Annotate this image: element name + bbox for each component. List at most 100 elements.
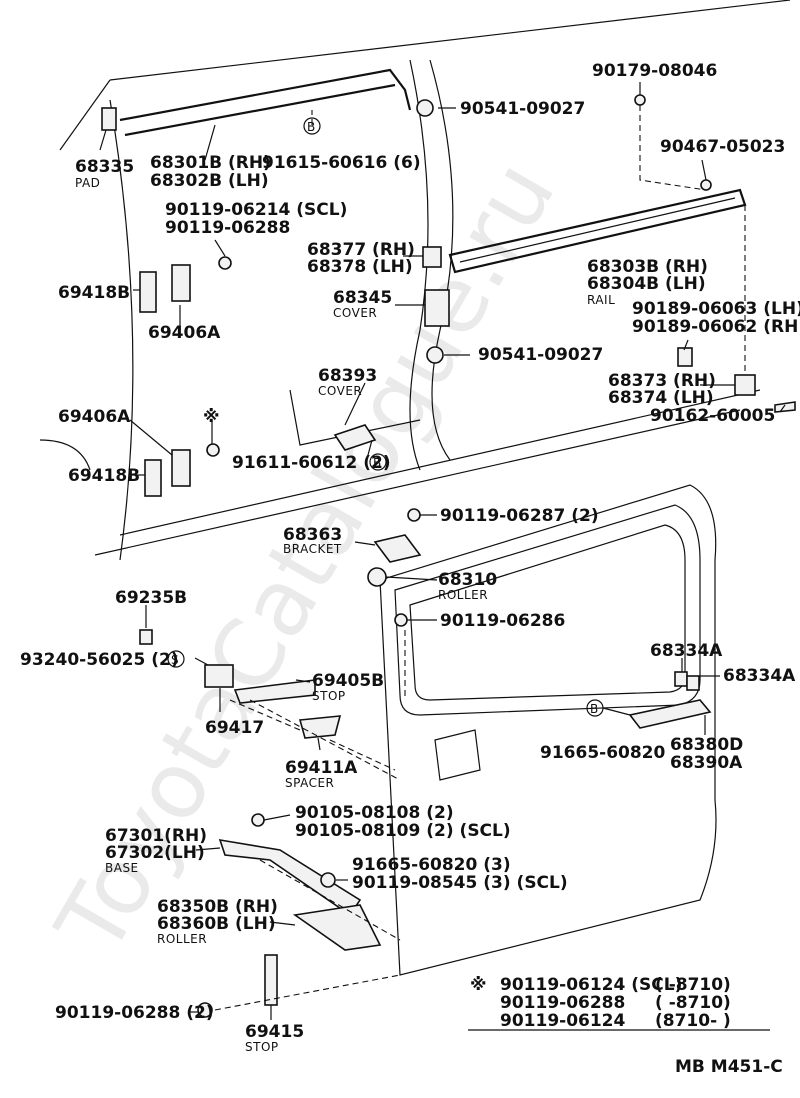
label-90189-06063: 90189-06063 (LH) <box>632 299 800 319</box>
footnote-row-1-part: 90119-06124 (SCL) <box>500 975 682 995</box>
label-69415: 69415 <box>245 1022 304 1042</box>
bolt-90119-06286-shape <box>394 613 408 627</box>
label-90105-08108: 90105-08108 (2) <box>295 803 454 823</box>
label-69406a-b: 69406A <box>58 407 131 427</box>
nut-90189-shape <box>677 347 693 367</box>
label-roller-68310: ROLLER <box>438 588 488 602</box>
nut-90179-shape <box>634 94 646 106</box>
footnote-row-1-range: ( -8710) <box>655 975 731 995</box>
label-68310: 68310 <box>438 570 497 590</box>
label-91665-60820-b: 91665-60820 (3) <box>352 855 511 875</box>
pad-68335-shape <box>101 107 117 131</box>
label-90119-06287: 90119-06287 (2) <box>440 506 599 526</box>
marker-s-1: S <box>171 653 179 667</box>
marker-b-3: B <box>590 702 599 716</box>
label-90541-09027-b: 90541-09027 <box>478 345 603 365</box>
label-90179-08046: 90179-08046 <box>592 61 717 81</box>
label-90541-09027-a: 90541-09027 <box>460 99 585 119</box>
bolt-90105-shape <box>251 813 265 827</box>
cushion-68334a-b-shape <box>686 675 700 691</box>
footnote-table: ※ 90119-06124 (SCL) ( -8710) 90119-06288… <box>468 975 770 1031</box>
marker-b-1-ring <box>303 117 321 135</box>
cover-68345-shape <box>424 289 450 327</box>
screw-90162-shape <box>774 401 796 413</box>
label-68303b: 68303B (RH) <box>587 257 708 277</box>
label-68373: 68373 (RH) <box>608 371 716 391</box>
cover-68393-shape <box>333 424 377 451</box>
label-68380d: 68380D <box>670 735 743 755</box>
sliding-door <box>379 484 717 976</box>
marker-b-2: B <box>373 456 382 470</box>
block-69417-shape <box>204 664 234 688</box>
label-90119-06288: 90119-06288 <box>165 218 290 238</box>
label-69418b-b: 69418B <box>68 466 140 486</box>
label-91611-60612: 91611-60612 (2) <box>232 453 391 473</box>
label-69405b: 69405B <box>312 671 384 691</box>
marker-s-1-ring <box>167 650 185 668</box>
label-90189-06062: 90189-06062 (RH) <box>632 317 800 337</box>
marker-b-2-ring <box>369 453 387 471</box>
label-90162-60005: 90162-60005 <box>650 406 775 426</box>
asterisk-mark: ※ <box>203 407 220 427</box>
stop-69405b-shape <box>233 679 316 704</box>
footnote-row-2-range: ( -8710) <box>655 993 731 1013</box>
bracket-68363-shape <box>373 534 422 563</box>
spacer-69411a-shape <box>298 715 342 739</box>
bracket-68373-shape <box>734 374 756 396</box>
label-68335: 68335 <box>75 157 134 177</box>
bracket-69406a-b-shape <box>171 449 191 487</box>
leader-lines <box>99 82 786 1020</box>
bolt-90119-06288-2-shape <box>197 1002 213 1018</box>
label-90119-06286: 90119-06286 <box>440 611 565 631</box>
clip-90541-a-shape <box>416 99 434 117</box>
upper-rail-68301b <box>119 68 412 137</box>
label-91665-60820-a: 91665-60820 <box>540 743 666 763</box>
label-90467-05023: 90467-05023 <box>660 137 785 157</box>
label-67302: 67302(LH) <box>105 843 205 863</box>
footnote-mark: ※ <box>470 975 487 995</box>
label-91615-60616: 91615-60616 (6) <box>262 153 421 173</box>
label-bracket: BRACKET <box>283 542 342 556</box>
label-69418b-a: 69418B <box>58 283 130 303</box>
marker-b-1: B <box>307 120 316 134</box>
label-68378: 68378 (LH) <box>307 257 413 277</box>
circle-markers: B B B S <box>167 117 604 717</box>
label-cover-68393: COVER <box>318 384 362 398</box>
label-spacer: SPACER <box>285 776 334 790</box>
bolt-91665-shape <box>320 872 336 888</box>
label-68302b: 68302B (LH) <box>150 171 269 191</box>
label-69406a-a: 69406A <box>148 323 221 343</box>
label-68350b: 68350B (RH) <box>157 897 278 917</box>
bracket-69406a-a-shape <box>171 264 191 302</box>
label-68363: 68363 <box>283 525 342 545</box>
label-68304b: 68304B (LH) <box>587 274 706 294</box>
diagram-code: MB M451-C <box>675 1057 783 1077</box>
footnote-row-3-range: (8710- ) <box>655 1011 731 1031</box>
clip-90541-b-shape <box>426 346 444 364</box>
marker-b-3-ring <box>586 699 604 717</box>
label-93240-56025: 93240-56025 (2) <box>20 650 179 670</box>
label-90105-08109: 90105-08109 (2) (SCL) <box>295 821 511 841</box>
labels: 90179-08046 90541-09027 90467-05023 6833… <box>20 61 800 1054</box>
label-stop-69405b: STOP <box>312 689 346 703</box>
handle-68380d-shape <box>628 699 712 729</box>
label-68334a-a: 68334A <box>650 641 723 661</box>
bolt-asterisk-shape <box>206 443 220 457</box>
clip-69235b-shape <box>139 629 153 645</box>
guide-68377-shape <box>422 246 442 268</box>
label-68360b: 68360B (LH) <box>157 914 276 934</box>
bracket-69418b-b-shape <box>144 459 162 497</box>
label-69417: 69417 <box>205 718 264 738</box>
label-68374: 68374 (LH) <box>608 388 714 408</box>
label-rail: RAIL <box>587 293 615 307</box>
label-pad: PAD <box>75 176 100 190</box>
label-68390a: 68390A <box>670 753 743 773</box>
label-69411a: 69411A <box>285 758 358 778</box>
label-roller-68350b: ROLLER <box>157 932 207 946</box>
label-cover-68345: COVER <box>333 306 377 320</box>
label-stop-69415: STOP <box>245 1040 279 1054</box>
label-69235b: 69235B <box>115 588 187 608</box>
stop-69415-shape <box>264 954 278 1006</box>
